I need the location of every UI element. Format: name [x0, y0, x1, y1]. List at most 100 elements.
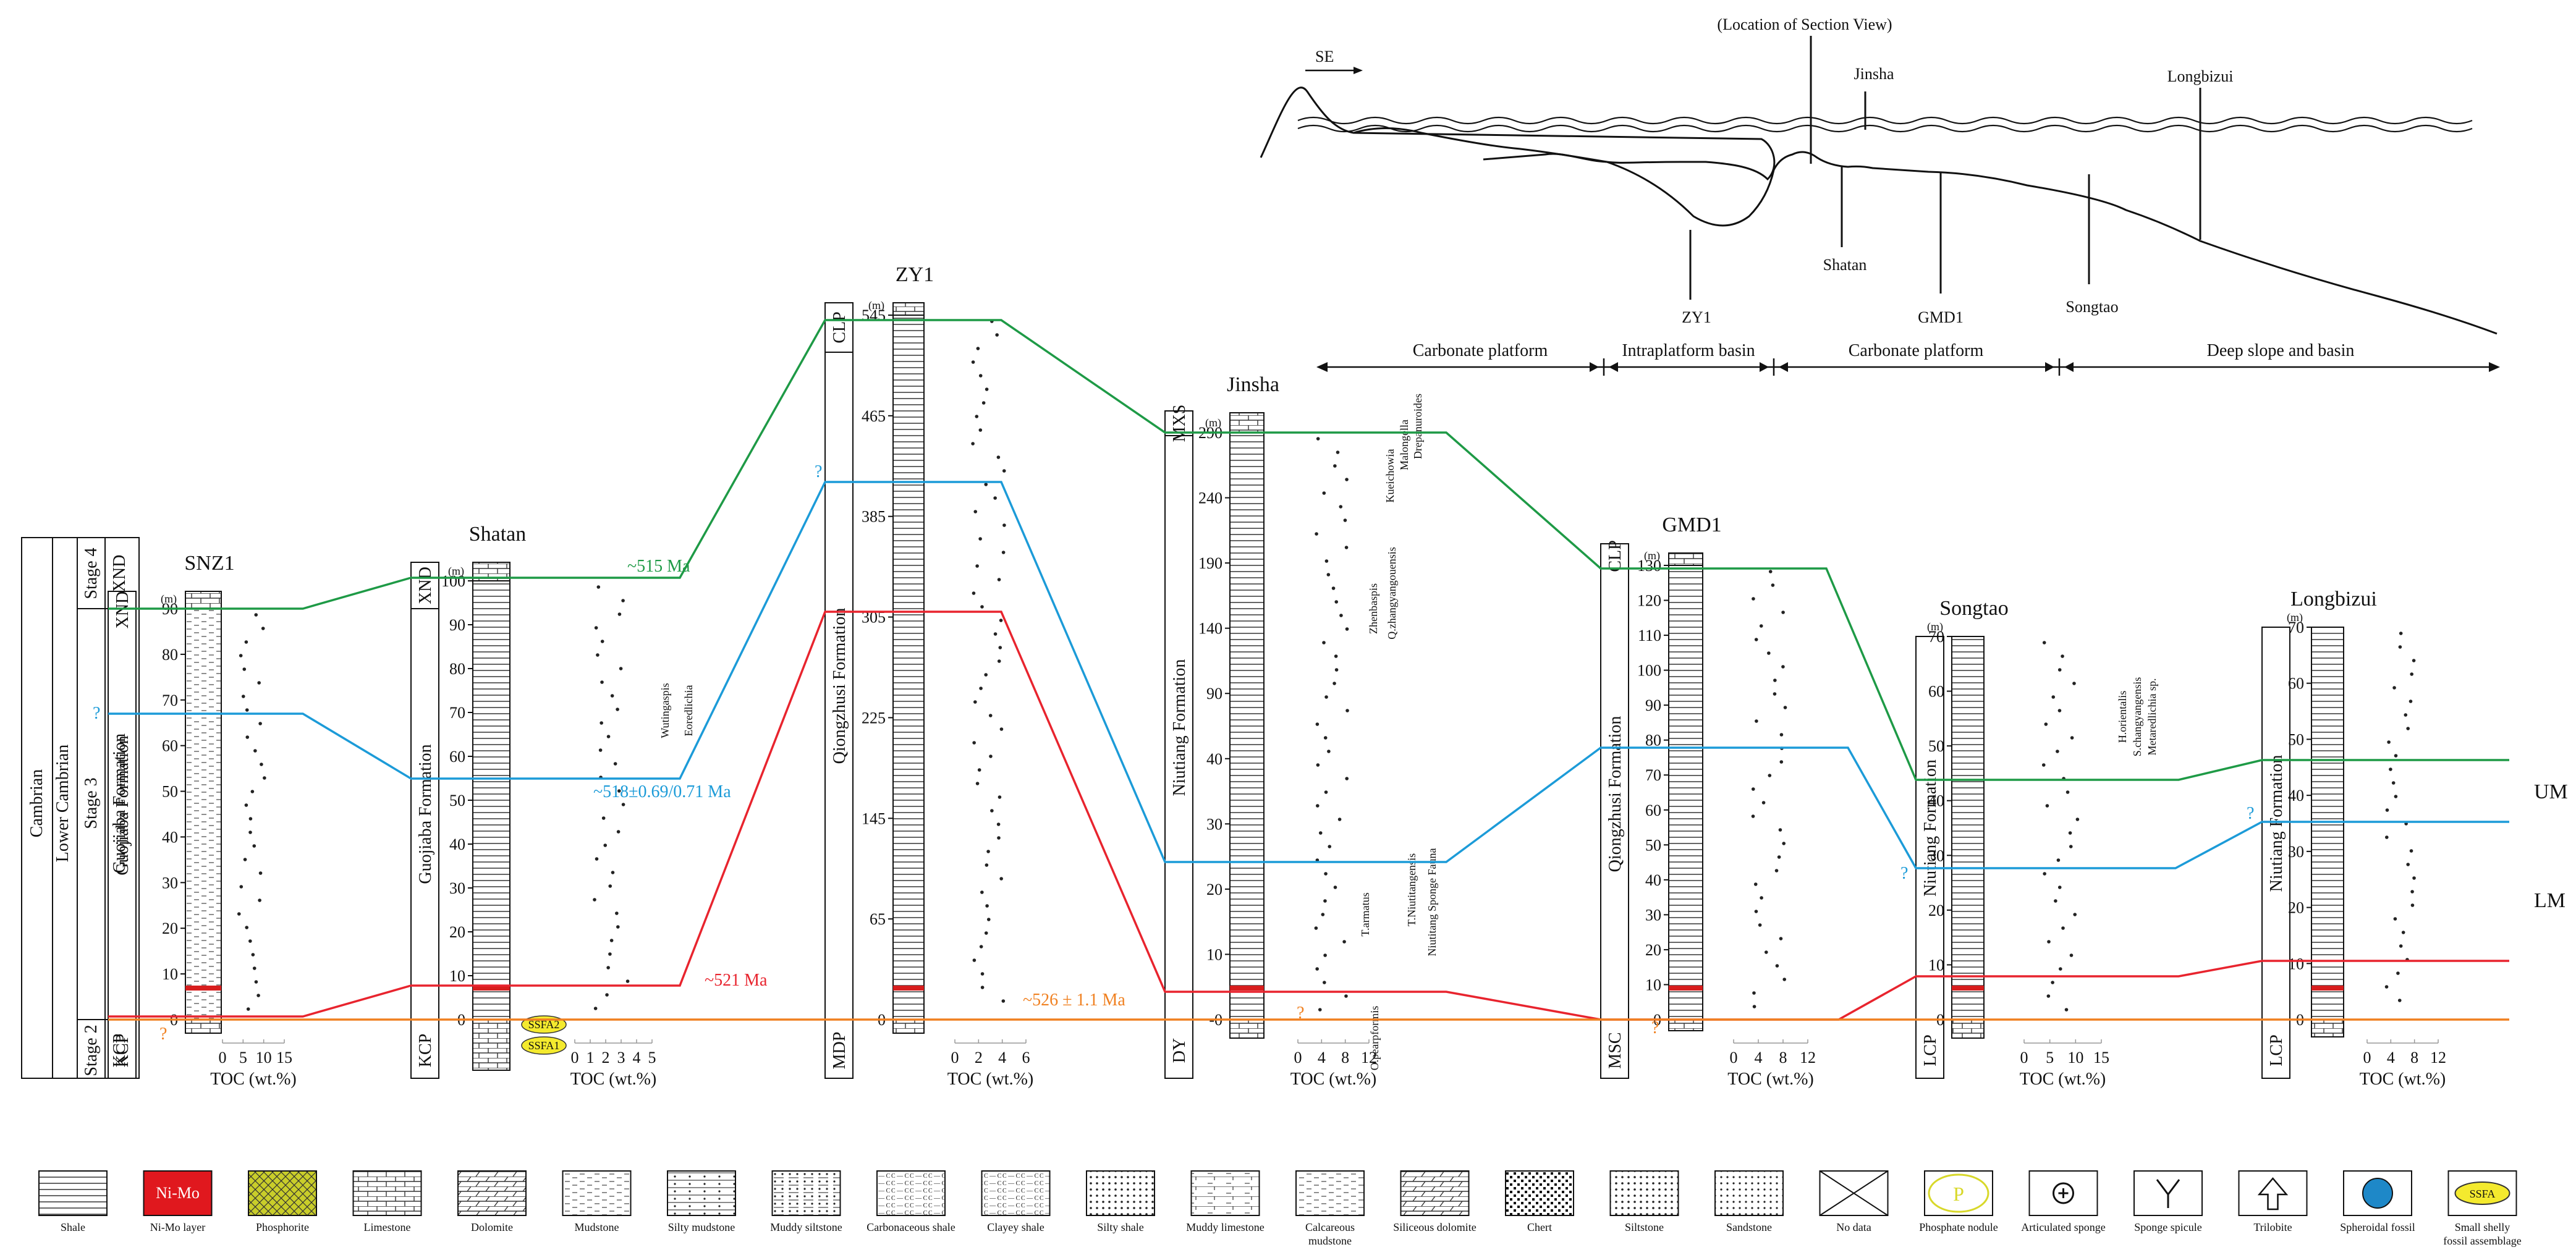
toc-point [984, 483, 988, 486]
toc-point [995, 333, 999, 337]
unit-kcp-label: KCP [110, 1034, 129, 1067]
legend-item: Limestone [352, 1170, 422, 1233]
toc-point [1323, 953, 1327, 957]
depth-tick-label: 60 [1645, 801, 1661, 819]
depth-tick-label: 110 [1638, 627, 1661, 644]
toc-point [1339, 614, 1343, 617]
direction-arrowhead [1354, 67, 1363, 74]
toc-point [2410, 903, 2415, 907]
toc-point [993, 632, 998, 636]
toc-point [260, 763, 263, 766]
toc-point [600, 680, 604, 684]
formation-label: Niutiang Formation [1921, 759, 1940, 897]
top-unit-label: XND [113, 591, 132, 629]
base-unit-label: DY [1170, 1038, 1189, 1063]
depth-unit: (m) [161, 593, 177, 606]
zone-carbonate-platform-1: Carbonate platform [1413, 341, 1548, 360]
depth-tick-label: 545 [862, 306, 886, 324]
toc-point [981, 401, 986, 405]
toc-point [593, 1007, 598, 1010]
depth-tick-label: 190 [1198, 554, 1222, 572]
toc-point [1758, 923, 1762, 927]
toc-point [2047, 940, 2051, 944]
depth-tick-label: 120 [1637, 592, 1661, 610]
ni-mo-layer [185, 986, 221, 991]
toc-point [1324, 872, 1328, 876]
toc-axis-title: TOC (wt.%) [1290, 1070, 1376, 1089]
toc-point [616, 925, 620, 929]
top-unit-label: MXS [1170, 405, 1189, 442]
toc-point [985, 387, 989, 391]
toc-point [244, 803, 248, 807]
fossil-label: Eoredlichia [682, 685, 695, 737]
toc-point [1314, 926, 1318, 930]
section-title: GMD1 [1662, 513, 1721, 536]
basal-carbonate [2311, 1019, 2344, 1037]
toc-point [239, 654, 243, 657]
toc-point [971, 442, 975, 446]
toc-point [1782, 978, 1787, 981]
toc-point [245, 708, 249, 712]
fossil-label: Niutitang Sponge Fauna [1426, 848, 1438, 957]
toc-point [242, 667, 247, 671]
toc-point [2410, 672, 2413, 676]
legend-item: Mudstone [562, 1170, 632, 1233]
toc-point [1781, 611, 1785, 614]
question-mark: ? [1651, 1018, 1659, 1037]
toc-point [2394, 754, 2398, 758]
toc-point [1782, 842, 1786, 845]
toc-point [625, 979, 630, 983]
sea-surface-wave-1 [1297, 116, 2473, 125]
toc-tick-label: 12 [1361, 1049, 1377, 1067]
toc-point [2046, 994, 2051, 998]
depth-tick-label: 40 [1928, 792, 1944, 810]
legend-label: Silty mudstone [668, 1221, 735, 1233]
section-title: Longbizui [2290, 588, 2377, 611]
toc-point [1315, 967, 1319, 971]
depth-tick-label: 20 [1206, 881, 1222, 898]
toc-point [1331, 586, 1336, 590]
toc-tick-label: 8 [1779, 1049, 1787, 1067]
toc-point [986, 850, 990, 853]
depth-tick-label: 30 [2288, 843, 2304, 861]
toc-tick-label: 4 [2387, 1049, 2395, 1067]
depth-unit: (m) [448, 565, 464, 578]
toc-point [237, 912, 241, 916]
toc-point [2056, 750, 2059, 753]
legend-swatch [1295, 1170, 1365, 1216]
toc-point [978, 374, 983, 378]
formation-label: Niutiang Formation [2267, 755, 2286, 892]
fossil-label: Q.zhangyangouensis [1386, 547, 1398, 639]
basal-carbonate [1229, 1019, 1265, 1039]
depth-tick-label: 70 [1928, 628, 1944, 646]
toc-point [608, 952, 612, 956]
toc-point [261, 627, 265, 630]
toc-point [2070, 736, 2074, 740]
zone-carbonate-platform-2: Carbonate platform [1849, 341, 1984, 360]
toc-point [1002, 469, 1006, 473]
stage2-label: Stage 2 [82, 1025, 101, 1076]
basin-profile [1353, 127, 2498, 335]
legend-swatch [352, 1170, 422, 1216]
toc-point [617, 789, 621, 793]
depth-tick-label: 20 [449, 923, 465, 941]
basal-carbonate [185, 1019, 222, 1034]
toc-point [2401, 931, 2405, 934]
toc-point [1779, 760, 1784, 764]
legend-label: Phosphorite [256, 1221, 309, 1233]
toc-point [2057, 668, 2062, 672]
legend-label: Shale [61, 1221, 85, 1233]
basal-carbonate [472, 1019, 511, 1071]
zone-label-um: UM [2534, 780, 2568, 803]
toc-point [246, 1007, 250, 1011]
depth-tick-label: 30 [449, 879, 465, 897]
toc-point [610, 694, 614, 698]
toc-point [1334, 668, 1339, 672]
section-title: Songtao [1939, 597, 2008, 620]
depth-tick-label: 140 [1198, 620, 1222, 638]
depth-tick-label: 70 [449, 704, 465, 722]
toc-axis-title: TOC (wt.%) [2360, 1070, 2446, 1089]
